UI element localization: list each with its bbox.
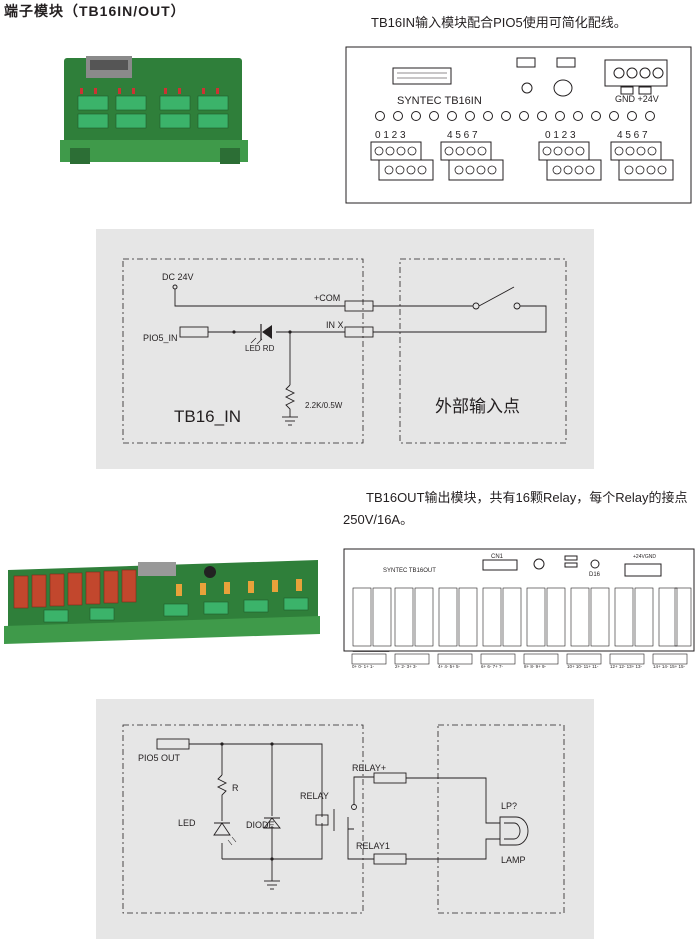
in-x-label: IN X xyxy=(326,320,344,330)
led-rd-label: LED RD xyxy=(245,344,275,353)
tb16out-board-photo xyxy=(4,560,320,644)
pio5-out-label: PIO5 OUT xyxy=(138,753,181,763)
tb16out-power-label: +24VGND xyxy=(633,554,656,560)
tb16out-board-label: SYNTEC TB16OUT xyxy=(383,568,436,574)
tb16in-group-1: 4 5 6 7 xyxy=(447,130,478,141)
com-label: +COM xyxy=(314,293,340,303)
external-input-label: 外部输入点 xyxy=(435,397,520,416)
terminal-label-0: 0+ 0- 1+ 1- xyxy=(352,664,375,669)
tb16in-description: TB16IN输入模块配合PIO5使用可简化配线。 xyxy=(371,15,627,30)
lp-label: LP? xyxy=(501,801,517,811)
lamp-label: LAMP xyxy=(501,855,526,865)
terminal-label-5: 10+ 10- 11+ 11- xyxy=(567,664,599,669)
tb16in-layout-drawing: SYNTEC TB16IN GND +24V 0 1 2 3 4 5 6 7 0… xyxy=(345,46,692,204)
terminal-label-1: 2+ 2- 3+ 3- xyxy=(395,664,418,669)
tb16out-layout-drawing: SYNTEC TB16OUT CN1 D16 +24VGND xyxy=(343,548,695,652)
terminal-label-7: 14+ 14- 15+ 15- xyxy=(653,664,686,669)
input-circuit-diagram: DC 24V +COM IN X PIO5_IN LED RD 2.2K/0.5… xyxy=(96,229,594,469)
led-label: LED xyxy=(178,818,196,828)
terminal-label-3: 6+ 6- 7+ 7- xyxy=(481,664,504,669)
tb16out-terminal-strip: 0+ 0- 1+ 1- 2+ 2- 3+ 3- 4+ 4- 5+ 5- 6+ 6… xyxy=(346,652,696,674)
terminal-label-6: 12+ 12- 13+ 13- xyxy=(610,664,643,669)
terminal-label-2: 4+ 4- 5+ 5- xyxy=(438,664,461,669)
tb16in-power-label: GND +24V xyxy=(615,94,659,104)
output-circuit-diagram: PIO5 OUT R LED DIODE RELAY RELAY+ RELAY1… xyxy=(96,699,594,939)
d16-label: D16 xyxy=(589,572,601,578)
relay-plus-label: RELAY+ xyxy=(352,763,386,773)
cn1-label: CN1 xyxy=(491,554,504,560)
dc24v-label: DC 24V xyxy=(162,272,194,282)
tb16out-description: TB16OUT输出模块，共有16颗Relay，每个Relay的接点250V/16… xyxy=(343,490,688,527)
tb16-in-module-label: TB16_IN xyxy=(174,407,241,426)
diode-label: DIODE xyxy=(246,820,275,830)
tb16in-board-photo xyxy=(60,56,248,164)
tb16in-group-0: 0 1 2 3 xyxy=(375,130,406,141)
terminal-label-4: 8+ 8- 9+ 9- xyxy=(524,664,547,669)
relay1-label: RELAY1 xyxy=(356,841,390,851)
pio5-in-label: PIO5_IN xyxy=(143,333,178,343)
tb16in-group-3: 4 5 6 7 xyxy=(617,130,648,141)
r-label: R xyxy=(232,783,239,793)
section-title: 端子模块（TB16IN/OUT） xyxy=(4,3,186,19)
relay-label: RELAY xyxy=(300,791,329,801)
tb16in-group-2: 0 1 2 3 xyxy=(545,130,576,141)
resistor-label: 2.2K/0.5W xyxy=(305,401,343,410)
tb16in-board-label: SYNTEC TB16IN xyxy=(397,95,482,107)
